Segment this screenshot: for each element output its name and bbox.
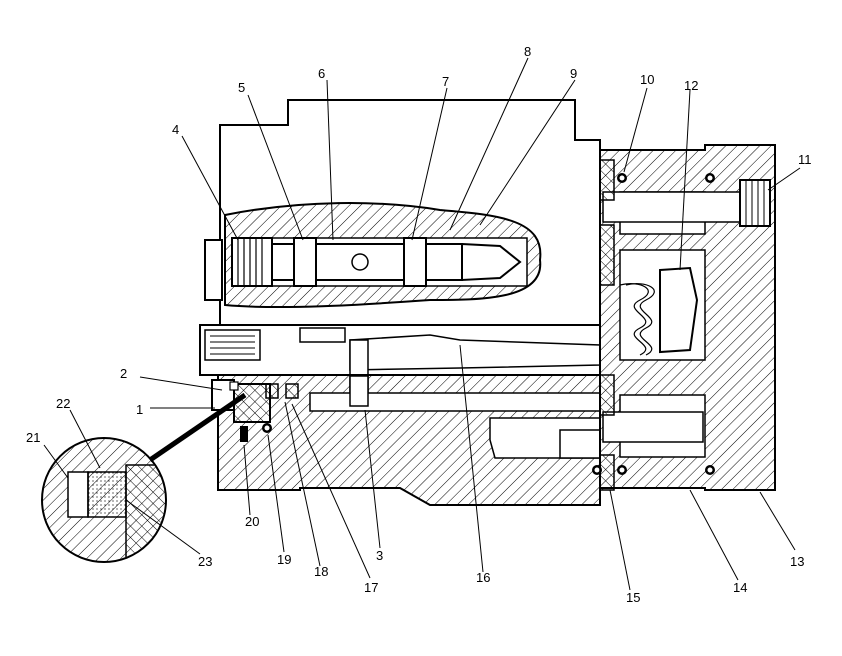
callout-9: 9 [570,66,577,81]
callout-8: 8 [524,44,531,59]
callout-12: 12 [684,78,698,93]
callout-19: 19 [277,552,291,567]
detail-magnifier [41,392,247,563]
callout-3: 3 [376,548,383,563]
callout-13: 13 [790,554,804,569]
spool [231,237,522,287]
callout-18: 18 [314,564,328,579]
callout-22: 22 [56,396,70,411]
callout-15: 15 [626,590,640,605]
callout-6: 6 [318,66,325,81]
callout-5: 5 [238,80,245,95]
callout-labels: 1 2 3 4 5 6 7 8 9 10 11 12 13 14 15 16 1… [26,44,812,605]
leader-lines [43,57,801,591]
callout-21: 21 [26,430,40,445]
end-cap-assembly [592,144,776,491]
callout-14: 14 [733,580,747,595]
callout-2: 2 [120,366,127,381]
callout-20: 20 [245,514,259,529]
callout-11: 11 [798,152,812,167]
callout-23: 23 [198,554,212,569]
callout-16: 16 [476,570,490,585]
callout-17: 17 [364,580,378,595]
callout-4: 4 [172,122,179,137]
callout-7: 7 [442,74,449,89]
middle-passage [199,324,601,401]
callout-10: 10 [640,72,654,87]
callout-1: 1 [136,402,143,417]
left-seal-group [211,379,299,442]
